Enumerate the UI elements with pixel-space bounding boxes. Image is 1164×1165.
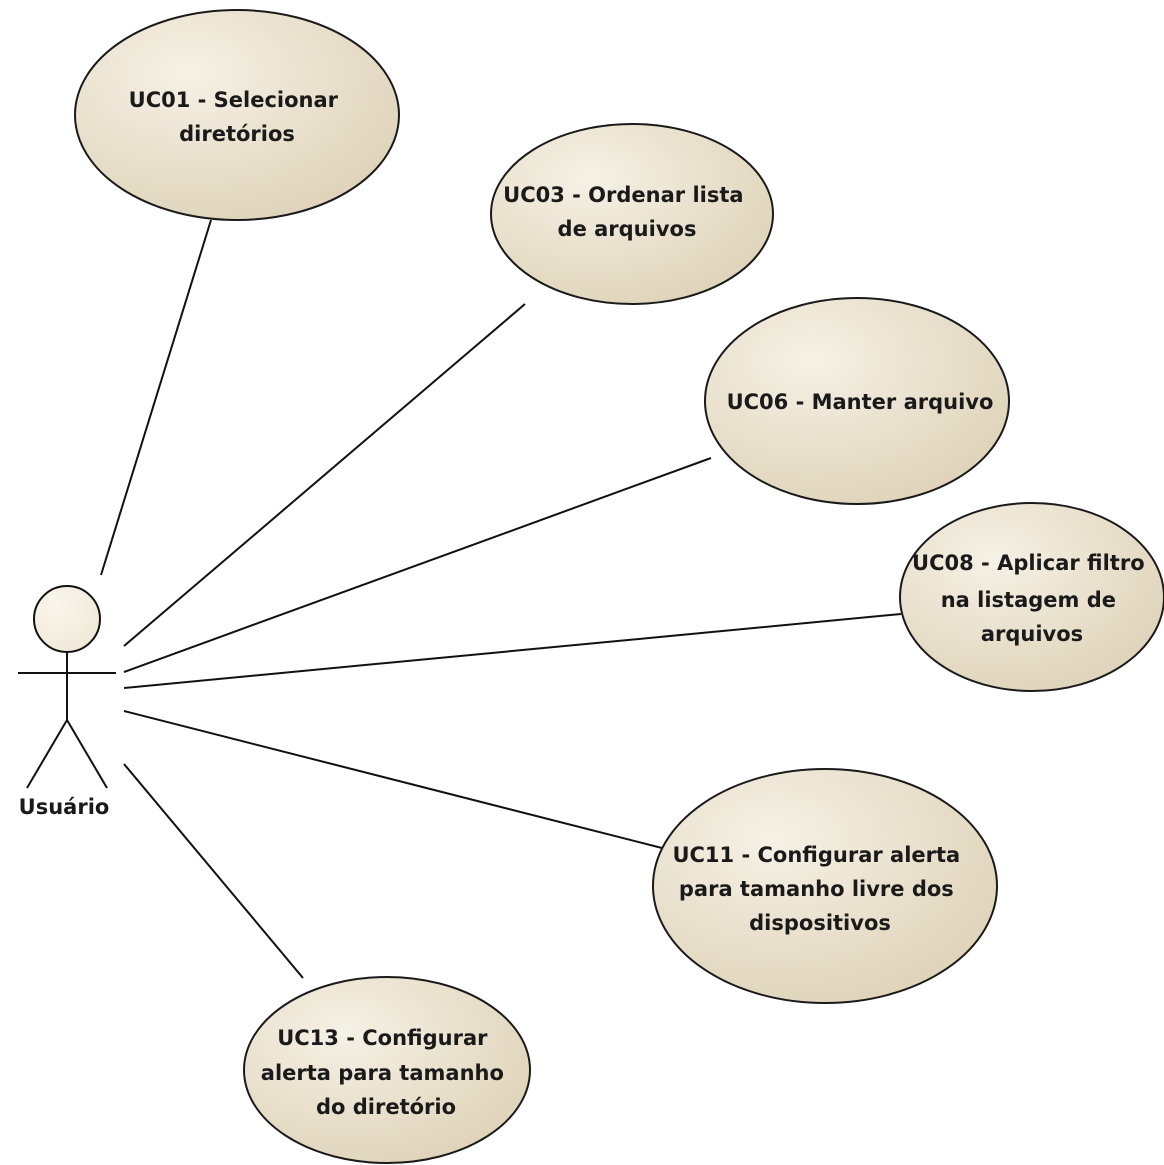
use-case-uc03[interactable]: UC03 - Ordenar lista de arquivos [490, 123, 774, 305]
use-case-label: UC06 - Manter arquivo [727, 390, 994, 414]
use-case-ellipse [899, 502, 1164, 692]
actor-usuario[interactable]: Usuário [18, 585, 116, 819]
use-case-uc06[interactable]: UC06 - Manter arquivo [704, 297, 1010, 505]
use-case-label: UC03 - Ordenar lista de arquivos [503, 183, 751, 241]
association-uc13 [123, 763, 304, 979]
use-case-label: UC01 - Selecionar diretórios [129, 88, 346, 146]
use-case-ellipse [490, 123, 774, 305]
associations [100, 219, 902, 979]
use-case-uc08[interactable]: UC08 - Aplicar filtro na listagem de arq… [899, 502, 1164, 692]
actor-label: Usuário [19, 795, 110, 819]
actor-right-leg [66, 719, 108, 789]
association-uc11 [123, 710, 663, 849]
association-uc06 [123, 457, 712, 673]
use-case-uc11[interactable]: UC11 - Configurar alerta para tamanho li… [652, 768, 998, 1004]
association-uc03 [123, 303, 526, 647]
use-case-ellipse [704, 297, 1010, 505]
use-case-label: UC08 - Aplicar filtro na listagem de arq… [912, 551, 1152, 646]
association-uc01 [100, 219, 212, 576]
use-case-uc01[interactable]: UC01 - Selecionar diretórios [74, 9, 400, 221]
use-case-ellipse [652, 768, 998, 1004]
use-case-label: UC13 - Configurar alerta para tamanho do… [261, 1026, 511, 1119]
actor-head [33, 585, 101, 653]
actor-left-leg [26, 719, 68, 789]
use-case-ellipse [74, 9, 400, 221]
use-case-label: UC11 - Configurar alerta para tamanho li… [672, 843, 967, 935]
use-case-ellipse [243, 976, 531, 1164]
use-case-uc13[interactable]: UC13 - Configurar alerta para tamanho do… [243, 976, 531, 1164]
association-uc08 [123, 613, 902, 689]
